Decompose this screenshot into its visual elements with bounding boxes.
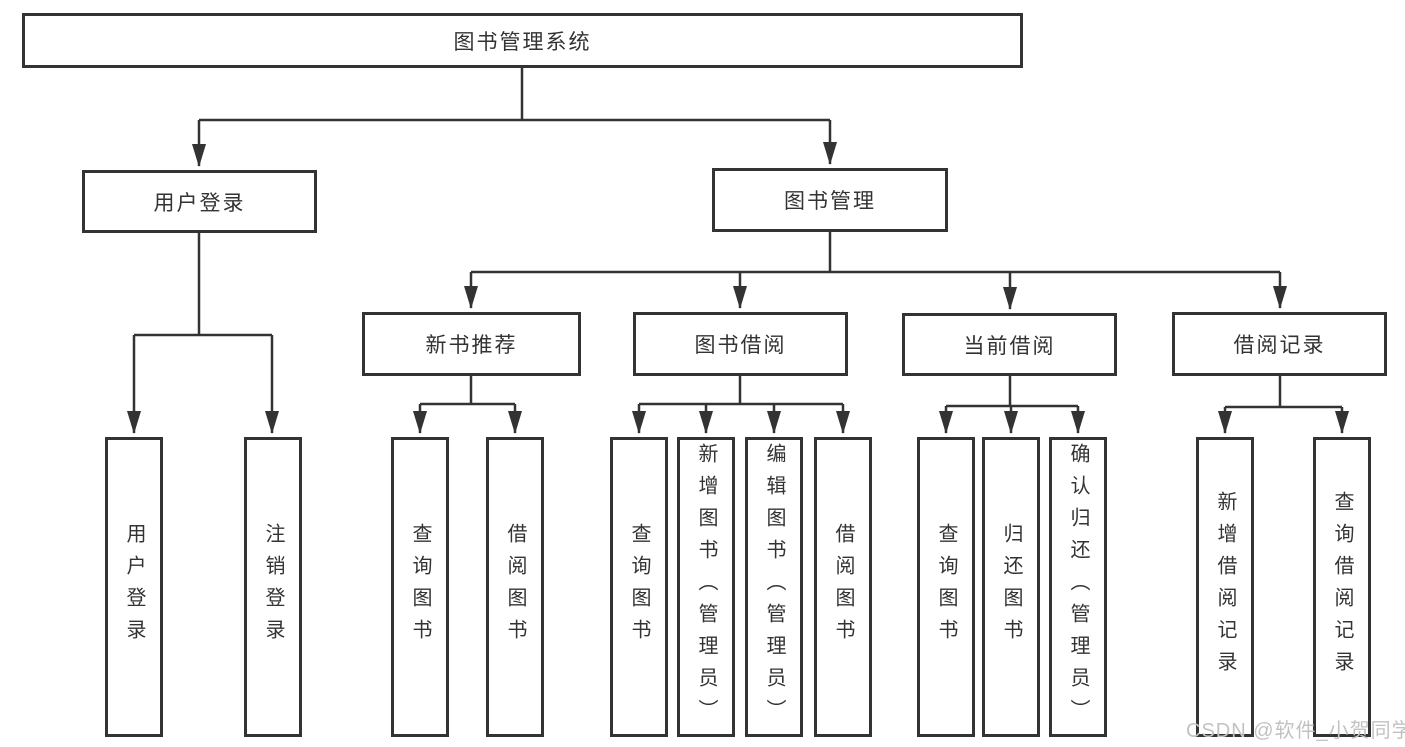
leaf-return-book: 归还图书: [982, 437, 1040, 737]
leaf-confirm-return-admin-label: 确认归还（管理员）: [1067, 443, 1089, 731]
leaf-query-book-recommend: 查询图书: [391, 437, 449, 737]
leaf-add-borrow-record: 新增借阅记录: [1196, 437, 1254, 737]
leaf-query-book-current: 查询图书: [917, 437, 975, 737]
node-current-borrowing: 当前借阅: [902, 313, 1117, 376]
leaf-edit-book-admin: 编辑图书（管理员）: [745, 437, 803, 737]
node-user-login-label: 用户登录: [153, 191, 246, 215]
leaf-user-login: 用户登录: [105, 437, 163, 737]
leaf-return-book-label: 归还图书: [1000, 523, 1022, 651]
leaf-query-book-recommend-label: 查询图书: [409, 523, 431, 651]
leaf-add-book-admin: 新增图书（管理员）: [677, 437, 735, 737]
leaf-query-book-borrowing: 查询图书: [610, 437, 668, 737]
leaf-edit-book-admin-label: 编辑图书（管理员）: [763, 443, 785, 731]
leaf-query-borrow-record: 查询借阅记录: [1313, 437, 1371, 737]
leaf-logout-label: 注销登录: [262, 523, 284, 651]
node-borrow-records-label: 借阅记录: [1233, 334, 1326, 357]
node-book-management: 图书管理: [712, 168, 948, 232]
leaf-query-borrow-record-label: 查询借阅记录: [1331, 491, 1353, 683]
leaf-add-book-admin-label: 新增图书（管理员）: [695, 443, 717, 731]
node-new-book-recommend: 新书推荐: [362, 312, 581, 376]
leaf-borrow-book-label: 借阅图书: [832, 523, 854, 651]
node-borrow-records: 借阅记录: [1172, 312, 1387, 376]
node-new-book-recommend-label: 新书推荐: [425, 334, 518, 357]
leaf-borrow-book: 借阅图书: [814, 437, 872, 737]
node-book-borrowing-label: 图书借阅: [694, 334, 787, 357]
leaf-add-borrow-record-label: 新增借阅记录: [1214, 491, 1236, 683]
leaf-confirm-return-admin: 确认归还（管理员）: [1049, 437, 1107, 737]
leaf-logout: 注销登录: [244, 437, 302, 737]
leaf-query-book-borrowing-label: 查询图书: [628, 523, 650, 651]
node-root-library-system: 图书管理系统: [22, 13, 1023, 68]
leaf-user-login-label: 用户登录: [123, 523, 145, 651]
leaf-query-book-current-label: 查询图书: [935, 523, 957, 651]
node-current-borrowing-label: 当前借阅: [963, 334, 1056, 358]
node-root-label: 图书管理系统: [453, 30, 592, 54]
leaf-borrow-book-recommend-label: 借阅图书: [504, 523, 526, 651]
leaf-borrow-book-recommend: 借阅图书: [486, 437, 544, 737]
node-user-login: 用户登录: [82, 170, 317, 233]
node-book-borrowing: 图书借阅: [633, 312, 848, 376]
node-book-management-label: 图书管理: [784, 190, 876, 213]
